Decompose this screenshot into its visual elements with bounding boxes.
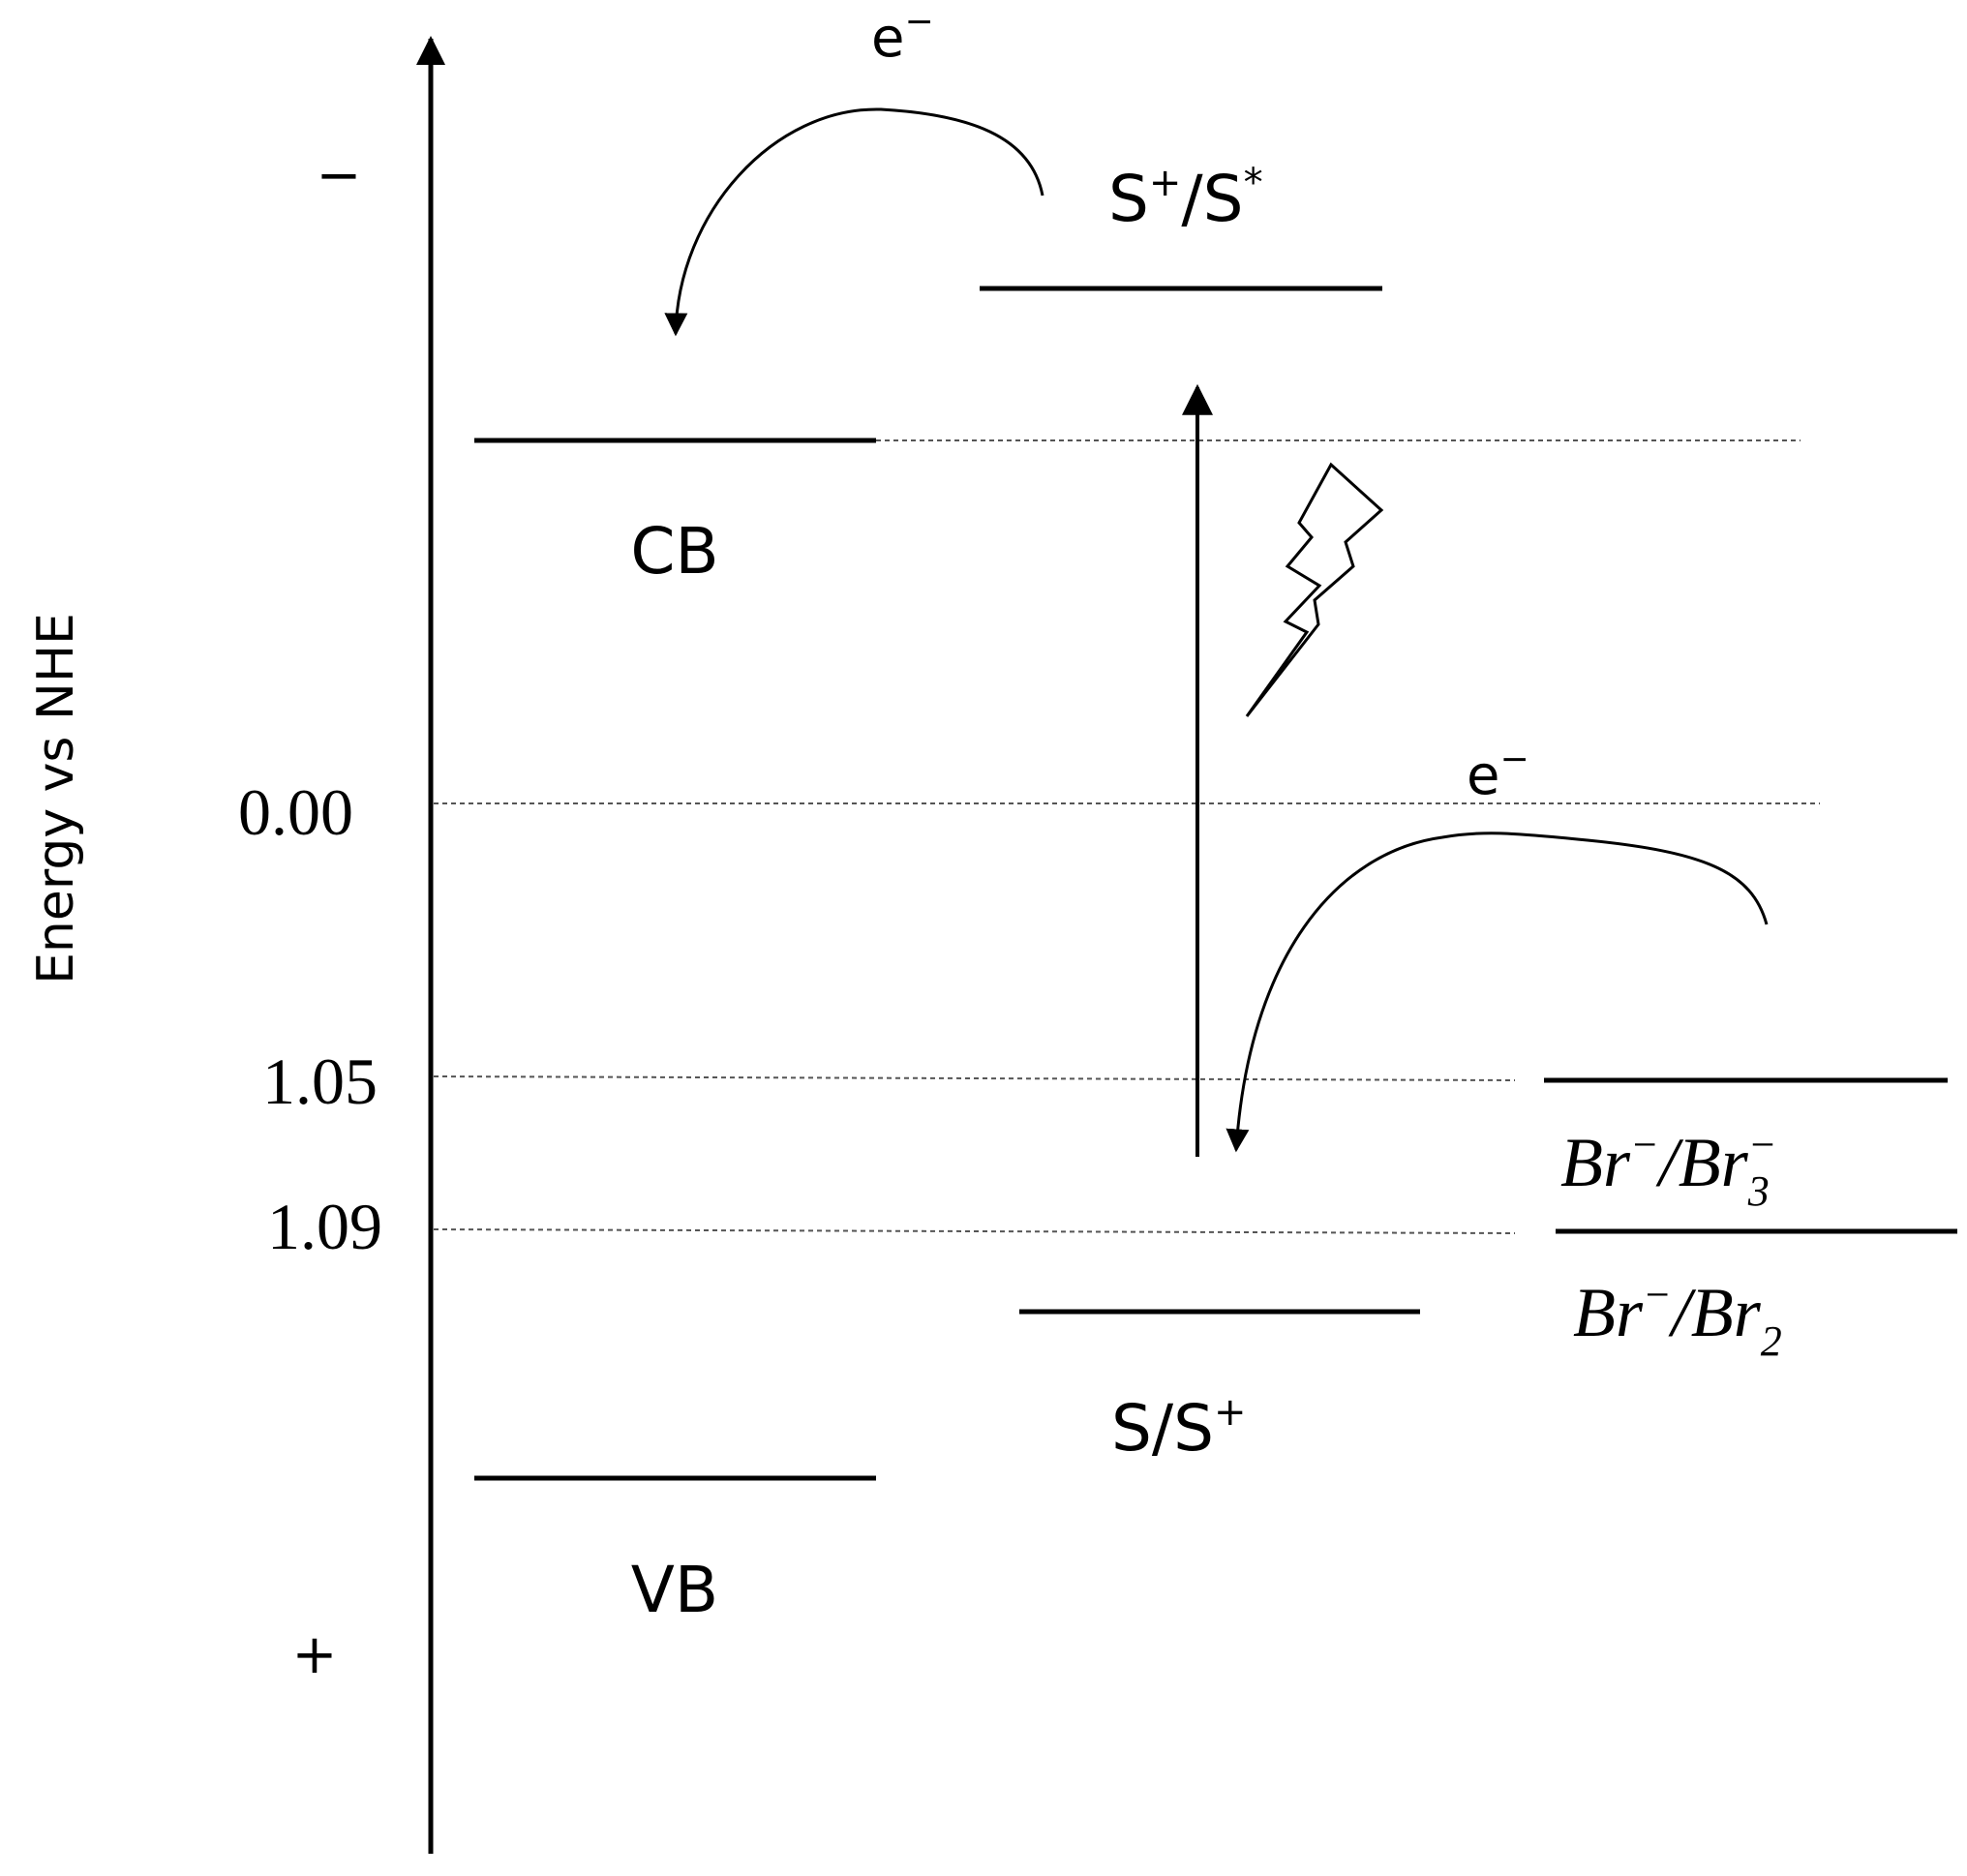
br2-label: Br−/Br2 <box>1573 1271 1782 1365</box>
excited-state-label: S+/S* <box>1108 161 1263 236</box>
axis-minus-sign: − <box>317 144 362 207</box>
axis-plus-sign: + <box>292 1623 338 1686</box>
cb-label: CB <box>630 514 718 589</box>
vb-label: VB <box>631 1553 718 1627</box>
ground-state-label: S/S+ <box>1111 1390 1247 1466</box>
injection-arrow <box>664 107 1044 337</box>
axis-label: Energy vs NHE <box>27 613 85 984</box>
regeneration-arrow <box>1226 832 1769 1153</box>
br3-label: Br−/Br3− <box>1560 1121 1776 1215</box>
lightning-bolt-icon <box>1245 462 1384 717</box>
tick-label-0: 0.00 <box>238 775 353 849</box>
regeneration-electron-label: e− <box>1467 740 1529 807</box>
injection-electron-label: e− <box>871 2 934 70</box>
reference-line-br3 <box>433 1075 1516 1081</box>
reference-line-br2 <box>433 1228 1516 1234</box>
tick-label-1: 1.05 <box>262 1044 378 1118</box>
tick-label-2: 1.09 <box>267 1190 382 1263</box>
